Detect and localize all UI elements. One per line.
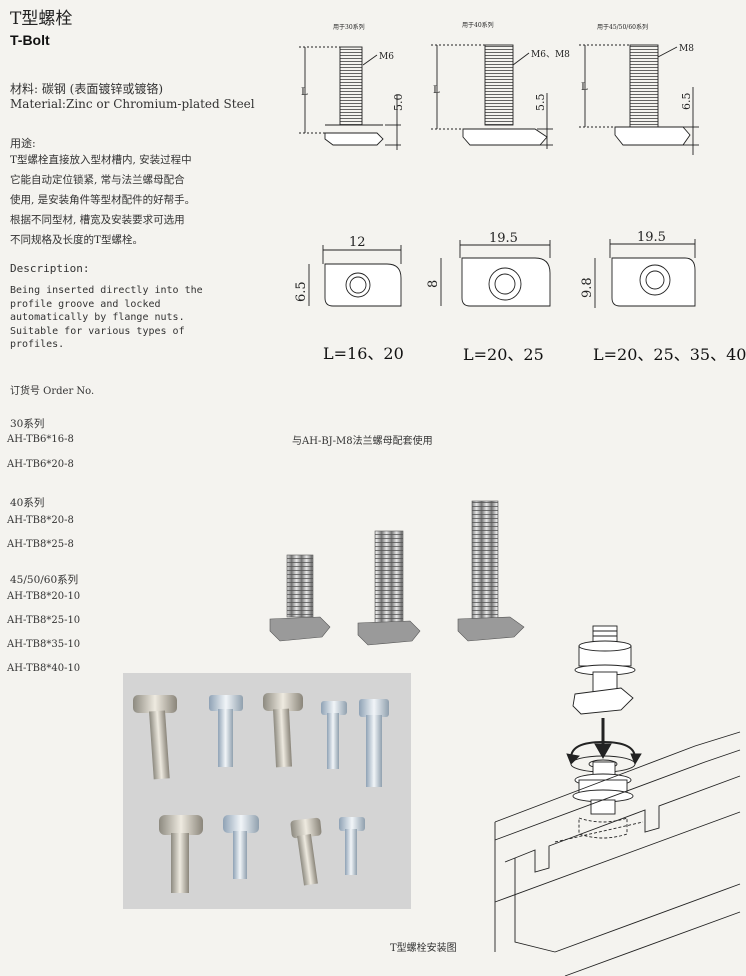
description-line: Being inserted directly into the	[10, 285, 203, 296]
install-caption: T型螺栓安装图	[390, 943, 457, 954]
order-item: AH-TB6*16-8	[7, 434, 74, 445]
order-group-label: 30系列	[10, 418, 45, 430]
head-height: 6.5	[680, 93, 693, 111]
head-height: 5.0	[392, 94, 405, 112]
length-options: L=20、25	[463, 345, 544, 364]
order-group-label: 45/50/60系列	[10, 574, 79, 586]
bolt-long	[457, 500, 525, 642]
width-dimension: 12	[349, 235, 366, 250]
bolt-short	[269, 554, 331, 642]
install-bolt-placed	[572, 761, 634, 815]
usage-line: T型螺栓直接放入型材槽内, 安装过程中	[10, 154, 192, 166]
order-item: AH-TB8*20-8	[7, 515, 74, 526]
dim-length-label: L	[433, 85, 440, 96]
usage-text: T型螺栓直接放入型材槽内, 安装过程中 它能自动定位锁紧, 常与法兰螺母配合 使…	[10, 150, 195, 250]
bolts-photo	[123, 673, 411, 909]
head-height: 5.5	[534, 94, 547, 112]
usage-line: 使用, 是安装角件等型材配件的好帮手。	[10, 194, 196, 206]
nut-note: 与AH-BJ-M8法兰螺母配套使用	[292, 436, 433, 447]
side-view-drawings: 用于30系列 用于40系列 用于45/50/60系列 M6 M6、M8 M8 L…	[299, 21, 699, 155]
thread-spec: M6	[379, 52, 394, 62]
photo-bolt-row-top	[133, 693, 389, 787]
thread-spec: M6、M8	[531, 50, 570, 60]
order-item: AH-TB8*20-10	[7, 591, 81, 602]
height-dimension: 8	[426, 280, 441, 288]
material-en: Material:Zinc or Chromium-plated Steel	[10, 97, 255, 111]
usage-line: 它能自动定位锁紧, 常与法兰螺母配合	[10, 174, 185, 186]
drawing-series-label: 用于40系列	[462, 21, 494, 29]
photo-bolt-row-bottom	[159, 815, 365, 893]
width-dimension: 19.5	[637, 230, 666, 245]
description-line: Suitable for various types of	[10, 325, 185, 337]
order-item: AH-TB8*25-8	[7, 539, 74, 550]
length-options: L=16、20	[323, 344, 404, 363]
order-group-label: 40系列	[10, 497, 45, 509]
bolt-renderings	[269, 500, 525, 646]
order-heading: 订货号 Order No.	[10, 386, 95, 397]
page-subtitle: T-Bolt	[10, 32, 50, 48]
usage-line: 不同规格及长度的T型螺栓。	[10, 234, 144, 246]
order-item: AH-TB8*40-10	[7, 663, 81, 674]
install-bolt-exploded	[572, 625, 636, 715]
usage-line: 根据不同型材, 槽宽及安装要求可选用	[10, 214, 185, 226]
dim-length-label: L	[581, 82, 588, 93]
description-line: profiles.	[10, 339, 65, 350]
page-title: T型螺栓	[10, 9, 73, 29]
dim-length-label: L	[301, 87, 308, 98]
installation-diagram	[494, 625, 741, 976]
description-heading: Description:	[10, 262, 90, 275]
bolt-medium	[357, 530, 421, 646]
thread-spec: M8	[679, 44, 694, 54]
length-options: L=20、25、35、40	[593, 345, 746, 364]
top-view-drawings: 12 19.5 19.5 6.5 8 9.8	[294, 230, 696, 308]
material-cn: 材料: 碳钢 (表面镀锌或镀铬)	[10, 82, 164, 96]
install-arrow	[594, 718, 612, 759]
aluminum-profile	[494, 731, 741, 976]
width-dimension: 19.5	[489, 231, 518, 246]
description-line: automatically by flange nuts.	[10, 312, 185, 323]
height-dimension: 9.8	[580, 277, 595, 298]
drawing-series-label: 用于45/50/60系列	[597, 23, 648, 31]
description-text: Being inserted directly into the profile…	[10, 284, 203, 352]
height-dimension: 6.5	[294, 281, 309, 302]
bolts-photo-image	[133, 693, 389, 893]
drawing-series-label: 用于30系列	[333, 23, 365, 31]
description-line: profile groove and locked	[10, 298, 161, 310]
order-item: AH-TB6*20-8	[7, 459, 74, 470]
order-item: AH-TB8*25-10	[7, 615, 81, 626]
order-item: AH-TB8*35-10	[7, 639, 81, 650]
usage-heading: 用途:	[10, 137, 36, 150]
